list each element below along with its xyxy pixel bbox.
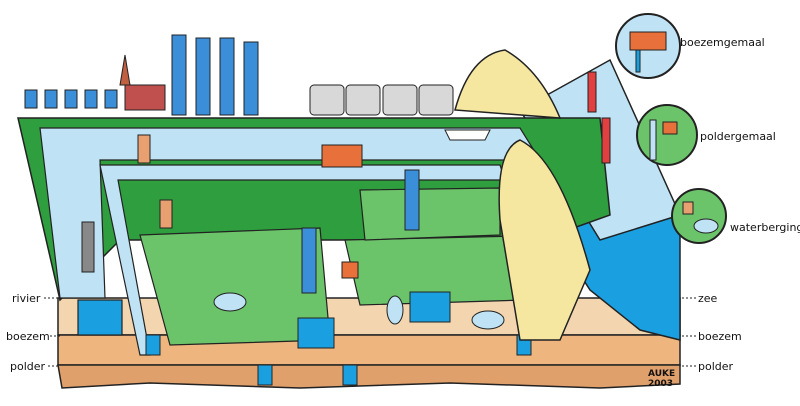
inset-label-waterberging: waterberging: [730, 221, 800, 234]
row-houses: [24, 54, 166, 111]
label-rivier: rivier: [12, 292, 41, 305]
inset-poldergemaal: poldergemaal: [636, 104, 776, 166]
pumping-stations: [321, 144, 363, 279]
river-deep-section: [77, 299, 123, 336]
inset-label-boezemgemaal: boezemgemaal: [680, 36, 765, 49]
signature-year: 2003: [648, 379, 673, 389]
right-level-labels: zee boezem polder: [682, 292, 742, 373]
label-zee: zee: [698, 292, 718, 305]
artist-signature: AUKE 2003: [648, 369, 675, 389]
dune-large: [498, 139, 591, 341]
inset-label-poldergemaal: poldergemaal: [700, 130, 776, 143]
polder-ditch-1: [257, 364, 273, 386]
polder-ditch-2: [342, 364, 358, 386]
ships: [81, 129, 491, 273]
left-level-labels: rivier boezem polder: [6, 292, 60, 373]
polder-land-top: [359, 187, 501, 241]
greenhouses: [297, 291, 451, 349]
inset-waterberging: waterberging: [671, 188, 800, 244]
label-boezem-left: boezem: [6, 330, 50, 343]
label-polder-left: polder: [10, 360, 46, 373]
storage-tanks: [309, 84, 454, 116]
river: [39, 127, 542, 299]
water-storage-ponds: [213, 292, 505, 330]
boezem-deep-1: [145, 334, 161, 356]
signature-name: AUKE: [648, 369, 675, 379]
label-boezem-right: boezem: [698, 330, 742, 343]
label-polder-right: polder: [698, 360, 734, 373]
high-rise-buildings: [171, 34, 420, 294]
dune-top: [454, 49, 562, 119]
inset-boezemgemaal: boezemgemaal: [615, 13, 765, 79]
windmills: [137, 134, 173, 229]
lighthouses: [587, 71, 611, 164]
boezem-canal: [99, 164, 506, 356]
